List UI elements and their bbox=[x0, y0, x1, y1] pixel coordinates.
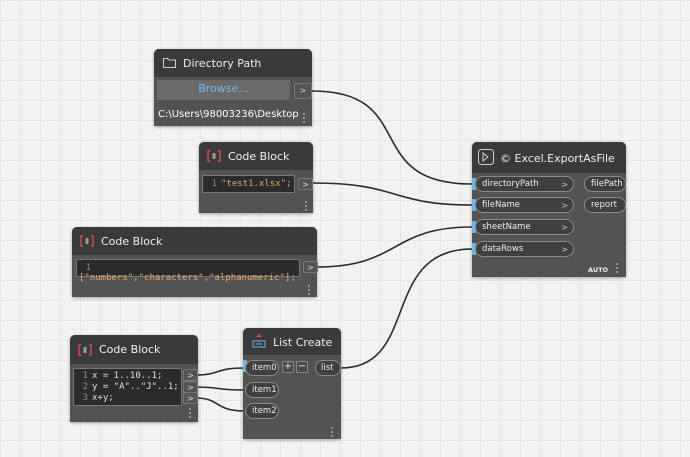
code-line-3: 3 x+y; bbox=[76, 393, 179, 404]
output-list[interactable]: list bbox=[315, 360, 341, 376]
input-directoryPath[interactable]: directoryPath > bbox=[475, 176, 574, 192]
line-number: 1 bbox=[82, 371, 88, 381]
input-item2[interactable]: item2 bbox=[245, 403, 279, 419]
input-port-accent bbox=[472, 243, 476, 255]
node-header[interactable]: List Create bbox=[243, 328, 341, 355]
code-line: ["numbers","characters","alphanumeric"]; bbox=[79, 273, 296, 283]
add-input-button[interactable]: + bbox=[282, 361, 294, 373]
input-dataRows[interactable]: dataRows > bbox=[475, 241, 574, 257]
output-port[interactable]: > bbox=[294, 83, 312, 99]
code-brackets-icon bbox=[207, 150, 221, 165]
chevron-right-icon: > bbox=[561, 245, 568, 254]
node-menu-icon[interactable] bbox=[308, 285, 311, 297]
directory-path-value: C:\Users\98003236\Desktop bbox=[158, 109, 299, 120]
node-title: Code Block bbox=[101, 235, 163, 248]
code-line-2: 2 y = "A".."J"..1; bbox=[76, 382, 179, 393]
node-header[interactable]: Code Block bbox=[70, 335, 198, 364]
node-menu-icon[interactable] bbox=[331, 427, 334, 439]
output-report[interactable]: report bbox=[584, 197, 626, 213]
input-item0[interactable]: item0 bbox=[245, 360, 279, 376]
chevron-right-icon: > bbox=[561, 223, 568, 232]
copyright-icon: © bbox=[500, 152, 515, 165]
excel-export-icon bbox=[477, 148, 495, 169]
wire-xy-to-item2 bbox=[195, 397, 245, 412]
output-port-y[interactable]: > bbox=[183, 381, 198, 393]
code-block-filename-node[interactable]: Code Block 1 "test1.xlsx"; > bbox=[199, 142, 313, 213]
port-label: fileName bbox=[482, 200, 521, 210]
code-brackets-icon bbox=[78, 344, 92, 359]
wire-x-to-item0 bbox=[195, 367, 245, 376]
code-editor[interactable]: 1["numbers","characters","alphanumeric"]… bbox=[76, 259, 300, 283]
code-line-1: 1 x = 1..10..1; bbox=[76, 371, 179, 382]
wire-y-to-item1 bbox=[195, 386, 245, 391]
wire-list-to-dataRows bbox=[340, 248, 473, 369]
chevron-right-icon: > bbox=[561, 201, 568, 210]
node-title: Code Block bbox=[99, 343, 161, 356]
input-item1[interactable]: item1 bbox=[245, 382, 279, 398]
list-create-node[interactable]: List Create item0 item1 item2 + − list bbox=[243, 328, 341, 439]
node-body: 1 x = 1..10..1; 2 y = "A".."J"..1; 3 x+y; bbox=[70, 364, 198, 422]
wire-sheetnames-to-sheetName bbox=[316, 226, 473, 268]
folder-icon bbox=[163, 57, 176, 71]
node-title-text: Excel.ExportAsFile bbox=[514, 152, 615, 165]
node-body: Browse... C:\Users\98003236\Desktop bbox=[154, 77, 312, 126]
code-line: x = 1..10..1; bbox=[92, 371, 163, 381]
directory-path-node[interactable]: Directory Path Browse... C:\Users\980032… bbox=[154, 49, 312, 126]
node-menu-icon[interactable] bbox=[616, 263, 619, 275]
wire-directory-to-directoryPath bbox=[311, 90, 473, 185]
line-number: 1 bbox=[211, 179, 217, 189]
input-fileName[interactable]: fileName > bbox=[475, 197, 574, 213]
excel-export-node[interactable]: © Excel.ExportAsFile directoryPath > file… bbox=[472, 142, 626, 277]
node-body: 1["numbers","characters","alphanumeric"]… bbox=[72, 255, 317, 297]
node-title: Directory Path bbox=[183, 57, 262, 70]
output-port-xy[interactable]: > bbox=[183, 392, 198, 404]
browse-button[interactable]: Browse... bbox=[157, 80, 290, 100]
node-title: © Excel.ExportAsFile bbox=[500, 152, 615, 165]
input-port-accent bbox=[472, 221, 476, 233]
input-port-accent bbox=[472, 178, 476, 190]
node-header[interactable]: Directory Path bbox=[154, 49, 312, 77]
code-line: "test1.xlsx"; bbox=[221, 179, 292, 189]
lacing-indicator: AUTO bbox=[588, 266, 609, 274]
port-label: sheetName bbox=[482, 222, 531, 232]
code-brackets-icon bbox=[80, 235, 94, 250]
code-block-sheetnames-node[interactable]: Code Block 1["numbers","characters","alp… bbox=[72, 227, 318, 297]
output-filePath[interactable]: filePath bbox=[584, 176, 626, 192]
code-editor[interactable]: 1 x = 1..10..1; 2 y = "A".."J"..1; 3 x+y; bbox=[73, 368, 182, 406]
code-block-range-node[interactable]: Code Block 1 x = 1..10..1; 2 y = "A".."J".… bbox=[70, 335, 198, 422]
node-title: List Create bbox=[273, 336, 333, 349]
remove-input-button[interactable]: − bbox=[296, 361, 308, 373]
line-number: 3 bbox=[82, 393, 88, 403]
line-number: 2 bbox=[82, 382, 88, 392]
port-label: dataRows bbox=[482, 244, 524, 254]
node-body: 1 "test1.xlsx"; bbox=[199, 170, 313, 213]
node-header[interactable]: Code Block bbox=[72, 227, 317, 255]
node-title: Code Block bbox=[228, 150, 290, 163]
wire-filename-to-fileName bbox=[312, 182, 473, 206]
list-create-icon bbox=[252, 333, 266, 352]
port-label: directoryPath bbox=[482, 179, 539, 189]
input-port-accent bbox=[472, 199, 476, 211]
node-menu-icon[interactable] bbox=[303, 113, 306, 125]
line-number: 1 bbox=[85, 263, 91, 273]
node-header[interactable]: Code Block bbox=[199, 142, 313, 170]
input-sheetName[interactable]: sheetName > bbox=[475, 219, 574, 235]
code-line: x+y; bbox=[92, 393, 114, 403]
node-menu-icon[interactable] bbox=[305, 201, 308, 213]
chevron-right-icon: > bbox=[561, 180, 568, 189]
output-port[interactable]: > bbox=[303, 261, 318, 273]
code-editor[interactable]: 1 "test1.xlsx"; bbox=[202, 175, 295, 193]
output-port-x[interactable]: > bbox=[183, 369, 198, 381]
code-line: y = "A".."J"..1; bbox=[92, 382, 179, 392]
output-port[interactable]: > bbox=[298, 178, 313, 190]
node-header[interactable]: © Excel.ExportAsFile bbox=[472, 142, 626, 173]
node-menu-icon[interactable] bbox=[189, 408, 192, 420]
